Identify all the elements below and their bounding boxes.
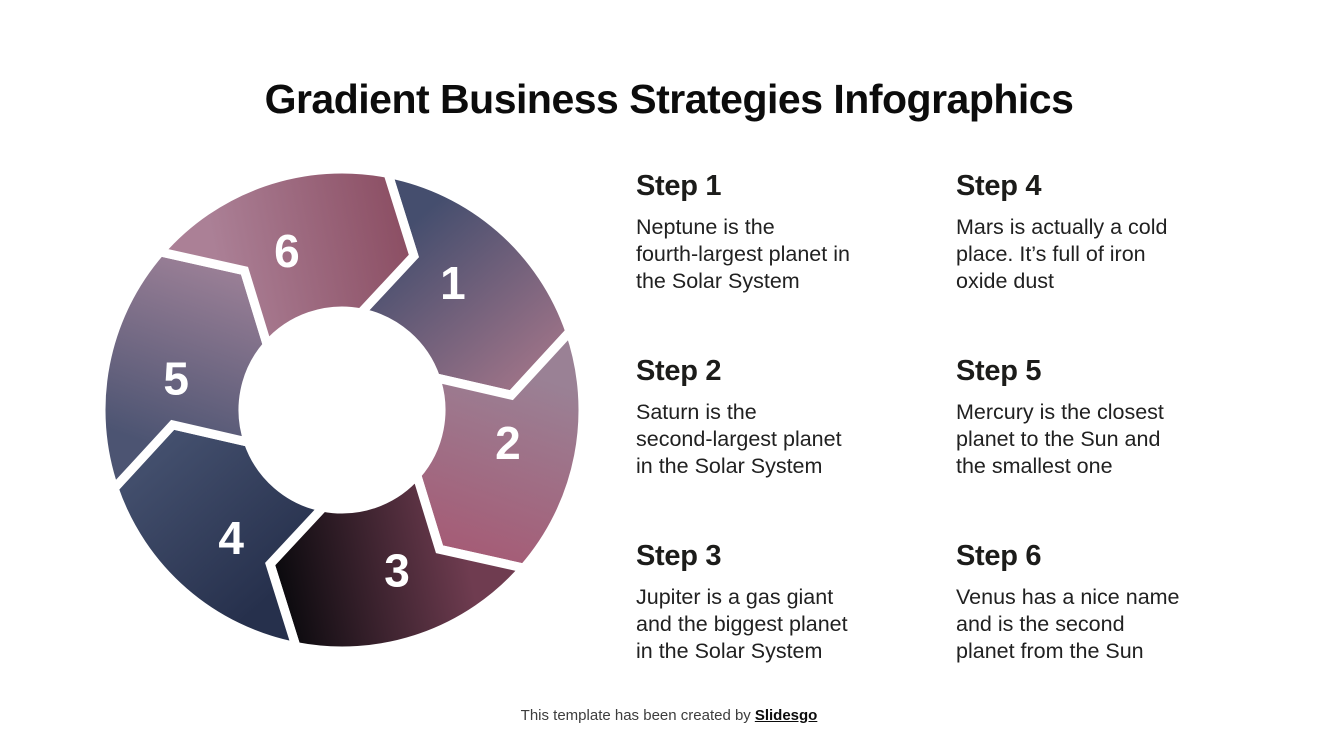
step-5-line-3: the smallest one (956, 454, 1113, 478)
step-2-line-3: in the Solar System (636, 454, 823, 478)
step-2-text: Saturn is the second-largest planet in t… (636, 399, 918, 480)
step-5-line-2: planet to the Sun and (956, 427, 1161, 451)
cycle-segment-1 (352, 167, 575, 401)
segment-number-3: 3 (384, 544, 410, 596)
step-block-4: Step 4 Mars is actually a cold place. It… (956, 170, 1238, 355)
step-5-line-1: Mercury is the closest (956, 400, 1164, 424)
segment-number-5: 5 (163, 352, 189, 404)
step-1-heading: Step 1 (636, 170, 722, 202)
steps-grid: Step 1 Neptune is the fourth-largest pla… (636, 170, 1238, 725)
step-3-line-2: and the biggest planet (636, 612, 848, 636)
segment-number-1: 1 (440, 257, 466, 309)
step-1-line-3: the Solar System (636, 269, 800, 293)
step-2-line-2: second-largest planet (636, 427, 842, 451)
step-6-heading: Step 6 (956, 540, 1042, 572)
step-4-line-2: place. It’s full of iron (956, 242, 1146, 266)
segment-number-6: 6 (274, 225, 300, 277)
step-block-5: Step 5 Mercury is the closest planet to … (956, 355, 1238, 540)
segment-number-2: 2 (495, 417, 521, 469)
step-1-line-2: fourth-largest planet in (636, 242, 850, 266)
segment-number-4: 4 (218, 512, 244, 564)
step-block-1: Step 1 Neptune is the fourth-largest pla… (636, 170, 918, 355)
step-1-text: Neptune is the fourth-largest planet in … (636, 214, 918, 295)
step-6-line-1: Venus has a nice name (956, 585, 1180, 609)
cycle-segment-5 (99, 246, 273, 498)
step-6-line-3: planet from the Sun (956, 639, 1144, 663)
step-3-line-3: in the Solar System (636, 639, 823, 663)
step-2-line-1: Saturn is the (636, 400, 757, 424)
footer-text: This template has been created by (520, 707, 751, 724)
cycle-segment-4 (109, 419, 332, 653)
step-block-6: Step 6 Venus has a nice name and is the … (956, 540, 1238, 725)
cycle-diagram-svg: 1 2 3 4 5 6 (99, 164, 585, 656)
step-3-line-1: Jupiter is a gas giant (636, 585, 834, 609)
step-6-text: Venus has a nice name and is the second … (956, 584, 1238, 665)
step-3-heading: Step 3 (636, 540, 722, 572)
step-4-line-3: oxide dust (956, 269, 1055, 293)
step-4-line-1: Mars is actually a cold (956, 215, 1168, 239)
step-2-heading: Step 2 (636, 355, 722, 387)
cycle-diagram: 1 2 3 4 5 6 (99, 164, 585, 656)
step-5-text: Mercury is the closest planet to the Sun… (956, 399, 1238, 480)
step-3-text: Jupiter is a gas giant and the biggest p… (636, 584, 918, 665)
cycle-segment-6 (151, 164, 419, 355)
slidesgo-link[interactable]: Slidesgo (754, 707, 818, 724)
step-6-line-2: and is the second (956, 612, 1125, 636)
step-4-heading: Step 4 (956, 170, 1042, 202)
step-1-line-1: Neptune is the (636, 215, 775, 239)
step-4-text: Mars is actually a cold place. It’s full… (956, 214, 1238, 295)
step-5-heading: Step 5 (956, 355, 1042, 387)
step-block-3: Step 3 Jupiter is a gas giant and the bi… (636, 540, 918, 725)
step-block-2: Step 2 Saturn is the second-largest plan… (636, 355, 918, 540)
cycle-segment-2 (411, 322, 585, 574)
cycle-segment-3 (265, 465, 533, 656)
page-title: Gradient Business Strategies Infographic… (264, 76, 1074, 122)
